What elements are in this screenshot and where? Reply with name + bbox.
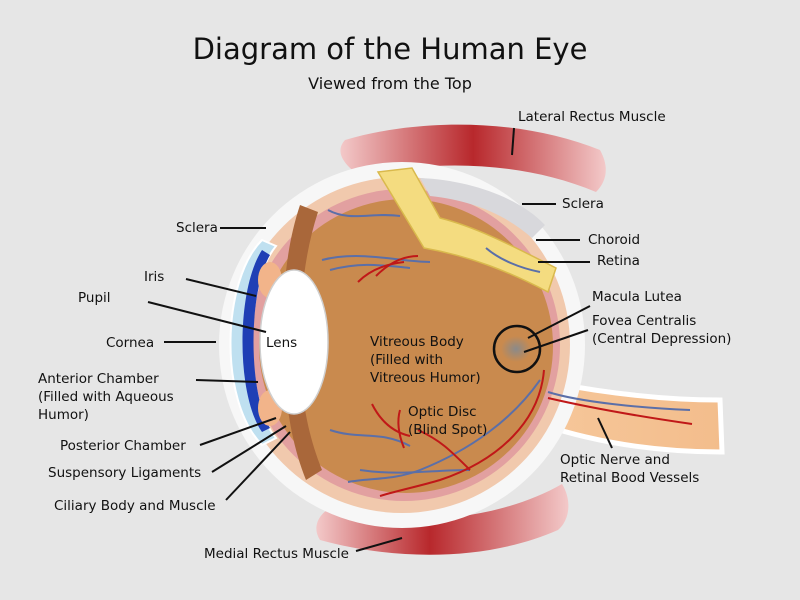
label-iris: Iris: [144, 269, 165, 285]
lateral-rectus-muscle: [340, 124, 606, 192]
iris: [242, 250, 270, 432]
label-cornea: Cornea: [106, 335, 155, 351]
macula-lutea: [501, 336, 531, 362]
leader-lines: [147, 127, 613, 552]
label-posterior-chamber: Posterior Chamber: [60, 438, 186, 454]
label-macula-lutea: Macula Lutea: [592, 289, 682, 305]
label-sclera-left: Sclera: [176, 220, 218, 236]
retina-band: [376, 167, 557, 294]
label-retina: Retina: [597, 253, 640, 269]
label-lens: Lens: [266, 335, 298, 351]
label-lateral-rectus-muscle: Lateral Rectus Muscle: [518, 109, 666, 125]
label-medial-rectus-muscle: Medial Rectus Muscle: [204, 546, 349, 562]
cutaway-layer: [420, 178, 545, 238]
label-optic-nerve: Optic Nerve and Retinal Bood Vessels: [560, 452, 700, 486]
label-pupil: Pupil: [78, 290, 111, 306]
diagram-title: Diagram of the Human Eye: [192, 32, 588, 66]
label-choroid: Choroid: [588, 232, 641, 248]
label-suspensory-ligaments: Suspensory Ligaments: [48, 465, 202, 481]
retinal-arteries: [357, 255, 693, 497]
retinal-veins: [321, 209, 691, 483]
fovea-marker-circle: [492, 324, 542, 374]
label-sclera-right: Sclera: [562, 196, 604, 212]
label-anterior-chamber: Anterior Chamber (Filled with Aqueous Hu…: [38, 371, 174, 423]
label-vitreous-body: Vitreous Body (Filled with Vitreous Humo…: [370, 334, 481, 386]
label-optic-disc: Optic Disc (Blind Spot): [408, 404, 488, 438]
lens: [259, 269, 329, 415]
label-ciliary-body-and-muscle: Ciliary Body and Muscle: [54, 498, 216, 514]
vitreous-body: [259, 199, 553, 493]
diagram-subtitle: Viewed from the Top: [308, 74, 472, 93]
label-fovea-centralis: Fovea Centralis (Central Depression): [592, 313, 732, 347]
